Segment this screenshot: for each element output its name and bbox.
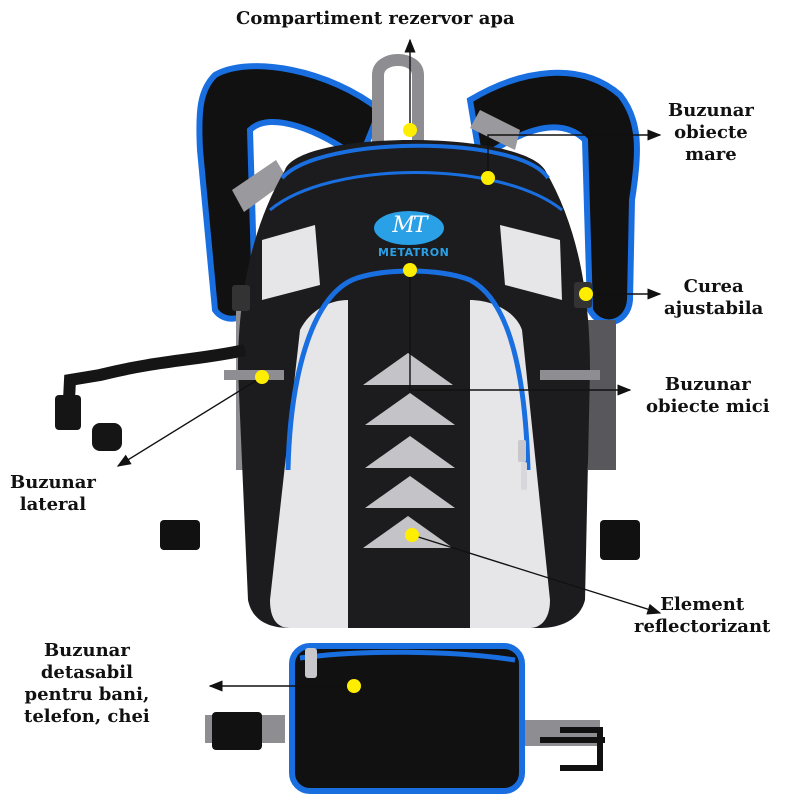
marker-large-pocket [481,171,495,185]
label-water-reservoir: Compartiment rezervor apa [236,8,515,29]
marker-small-pocket [403,263,417,277]
logo-mark: MT [392,213,427,238]
label-detachable-pocket: Buzunar detasabil pentru bani, telefon, … [24,640,150,727]
label-reflective: Element reflectorizant [634,594,771,637]
marker-water-reservoir [403,123,417,137]
marker-reflective [405,528,419,542]
brand-name: METATRON [378,246,450,259]
leader-lines [116,38,662,692]
brand-logo [374,211,444,245]
waist-pack [205,643,605,794]
marker-side-pocket [255,370,269,384]
label-side-pocket: Buzunar lateral [10,472,96,515]
top-handle [372,54,424,145]
annotation-markers [255,123,593,693]
label-adjustable-strap: Curea ajustabila [664,276,764,319]
label-large-pocket: Buzunar obiecte mare [668,100,754,165]
hydration-tube [55,344,247,451]
marker-detachable-pocket [347,679,361,693]
marker-adjustable-strap [579,287,593,301]
label-small-pocket: Buzunar obiecte mici [646,374,770,417]
